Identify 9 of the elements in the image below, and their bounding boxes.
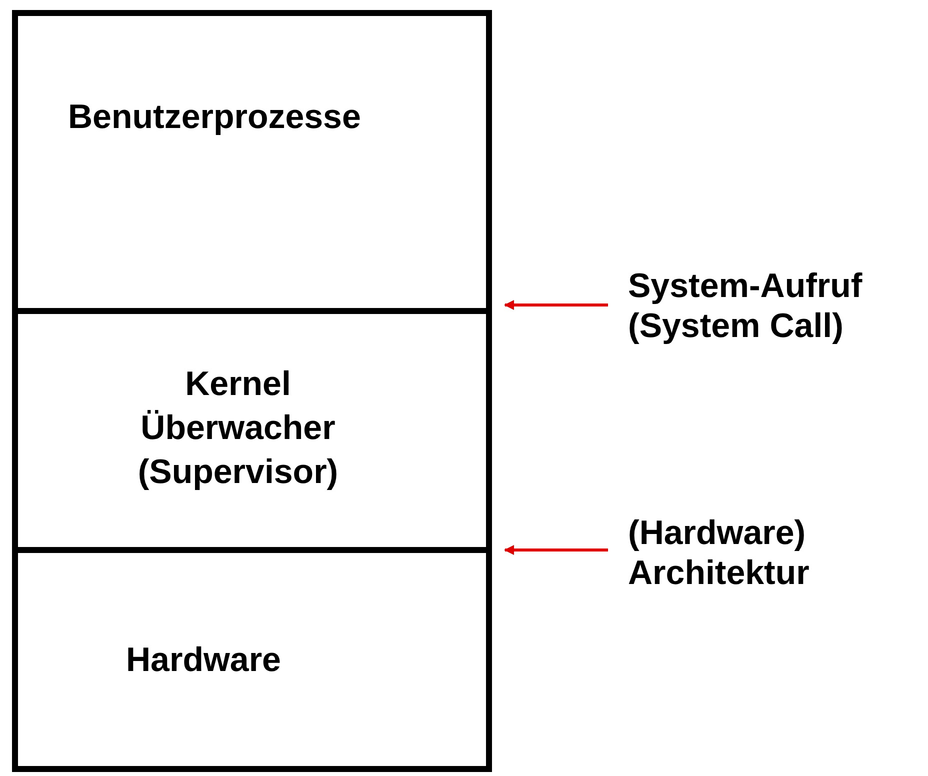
layer-label: Benutzerprozesse (68, 97, 362, 138)
layer-label: Hardware (126, 640, 282, 680)
arrow (504, 300, 608, 310)
interface-label: System-Aufruf (System Call) (628, 266, 928, 346)
arrow (504, 545, 608, 555)
layer-box (12, 553, 492, 772)
layer-label: Kernel Überwacher (Supervisor) (136, 364, 340, 492)
layer-box (12, 10, 492, 314)
interface-label: (Hardware) Architektur (628, 513, 868, 593)
